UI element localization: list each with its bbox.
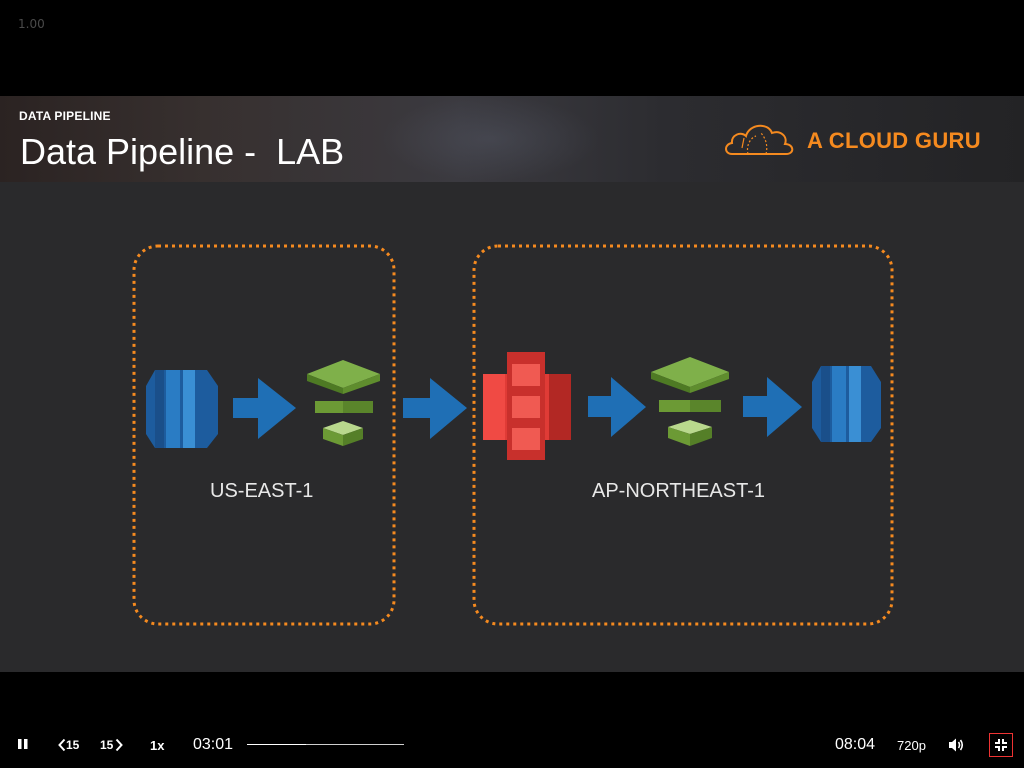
rds-source-icon bbox=[146, 370, 218, 448]
arrow-icon bbox=[403, 378, 467, 439]
region-label-ap-northeast-1: AP-NORTHEAST-1 bbox=[592, 480, 765, 502]
arrow-icon bbox=[233, 378, 296, 439]
exit-fullscreen-icon bbox=[995, 739, 1007, 751]
rds-destination-icon bbox=[812, 366, 881, 442]
chevron-right-icon bbox=[115, 738, 123, 752]
region-box-ap-northeast-1 bbox=[472, 244, 894, 626]
pause-button[interactable] bbox=[17, 738, 29, 750]
slide: DATA PIPELINE Data Pipeline - LAB A CLOU… bbox=[0, 96, 1024, 672]
arrow-icon bbox=[588, 377, 646, 437]
video-area[interactable]: DATA PIPELINE Data Pipeline - LAB A CLOU… bbox=[0, 64, 1024, 704]
region-label-us-east-1: US-EAST-1 bbox=[210, 480, 314, 502]
pause-icon bbox=[18, 739, 28, 749]
duration: 08:04 bbox=[835, 736, 876, 753]
chevron-left-icon bbox=[58, 738, 66, 752]
top-bar: 1.00 bbox=[0, 0, 1024, 64]
skip-forward-label: 15 bbox=[100, 738, 114, 752]
quality-button[interactable]: 720p bbox=[897, 738, 926, 753]
s3-bucket-icon bbox=[483, 352, 571, 460]
slide-header: DATA PIPELINE Data Pipeline - LAB A CLOU… bbox=[0, 96, 1024, 182]
brand-name: A CLOUD GURU bbox=[807, 128, 981, 153]
skip-back-button[interactable]: 15 bbox=[58, 737, 82, 753]
progress-bar[interactable] bbox=[247, 744, 404, 745]
exit-fullscreen-button[interactable] bbox=[989, 733, 1013, 757]
player-controls: 15 15 1x 03:01 08:04 720p bbox=[0, 704, 1024, 768]
volume-button[interactable] bbox=[948, 737, 966, 753]
current-time: 03:01 bbox=[193, 736, 234, 753]
volume-icon bbox=[949, 738, 964, 752]
zoom-readout: 1.00 bbox=[18, 17, 45, 31]
arrow-icon bbox=[743, 377, 802, 437]
data-pipeline-icon bbox=[307, 360, 380, 446]
skip-forward-button[interactable]: 15 bbox=[100, 737, 124, 753]
region-box-us-east-1 bbox=[132, 244, 396, 626]
playback-speed-button[interactable]: 1x bbox=[150, 738, 165, 753]
cloud-logo-icon bbox=[725, 124, 794, 155]
section-label: DATA PIPELINE bbox=[19, 109, 111, 123]
skip-back-label: 15 bbox=[66, 738, 80, 752]
data-pipeline-icon bbox=[651, 357, 729, 446]
progress-fill bbox=[247, 744, 306, 745]
slide-title: Data Pipeline - LAB bbox=[20, 131, 345, 172]
brand-logo: A CLOUD GURU bbox=[722, 118, 997, 162]
pipeline-diagram bbox=[132, 244, 894, 626]
